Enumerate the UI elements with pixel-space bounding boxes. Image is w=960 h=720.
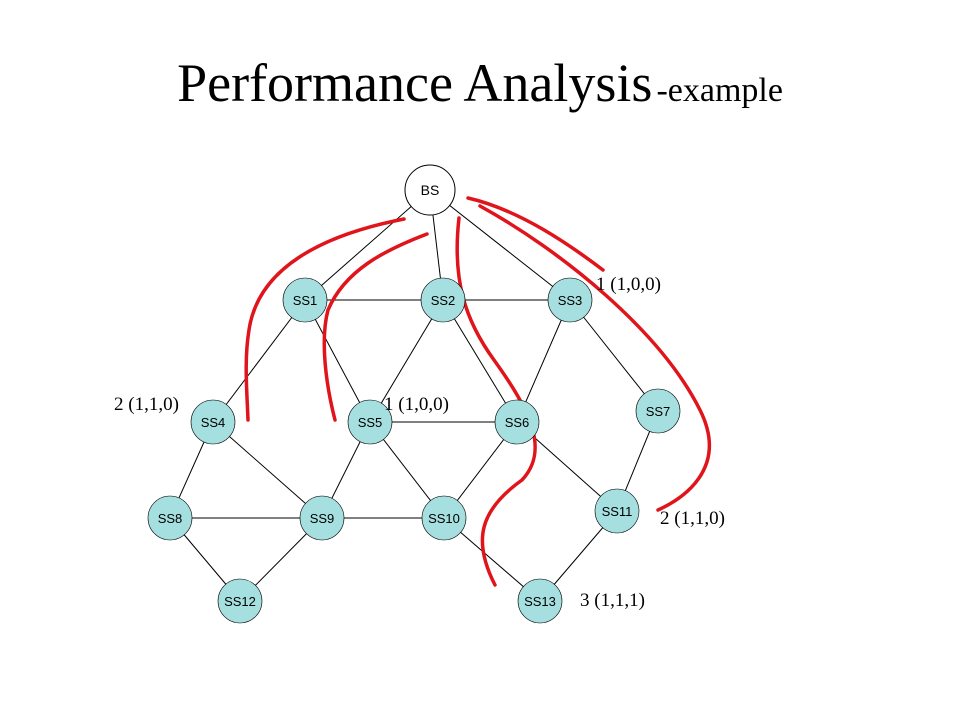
- node-label-ss2: SS2: [431, 293, 456, 308]
- node-ss2: SS2: [420, 277, 466, 323]
- node-bs: BS: [404, 164, 456, 216]
- title-subtitle: -example: [656, 72, 783, 109]
- node-circle-ss12: [217, 578, 263, 624]
- slide-title: Performance Analysis -example: [0, 52, 960, 114]
- node-circle-ss2: [420, 277, 466, 323]
- edge-ss2-ss6: [442, 299, 518, 423]
- node-circle-ss5: [347, 399, 393, 445]
- node-ss9: SS9: [299, 495, 345, 541]
- node-label-ss7: SS7: [646, 404, 671, 419]
- edge-ss1-ss4: [212, 299, 306, 423]
- annotation-ss3: 1 (1,0,0): [596, 274, 661, 295]
- node-circle-ss7: [635, 388, 681, 434]
- node-label-ss10: SS10: [428, 511, 460, 526]
- node-circle-ss10: [421, 495, 467, 541]
- node-ss8: SS8: [147, 495, 193, 541]
- node-label-ss11: SS11: [602, 504, 633, 519]
- edge-ss2-ss5: [369, 299, 444, 423]
- path-to-ss5: [322, 232, 429, 422]
- node-label-bs: BS: [421, 182, 440, 198]
- annotation-ss5: 1 (1,0,0): [384, 394, 449, 415]
- node-circle-ss9: [299, 495, 345, 541]
- edge-ss3-ss7: [569, 299, 659, 412]
- node-ss3: SS3: [547, 277, 593, 323]
- node-label-ss6: SS6: [505, 415, 530, 430]
- edge-ss4-ss9: [212, 421, 323, 519]
- node-ss7: SS7: [635, 388, 681, 434]
- annotation-ss11: 2 (1,1,0): [660, 508, 725, 529]
- node-label-ss4: SS4: [201, 415, 226, 430]
- node-circle-ss6: [494, 399, 540, 445]
- node-ss11: SS11: [594, 488, 640, 534]
- node-ss13: SS13: [517, 578, 563, 624]
- node-circle-ss8: [147, 495, 193, 541]
- node-ss10: SS10: [421, 495, 467, 541]
- edge-bs-ss1: [304, 189, 431, 301]
- node-circle-ss13: [517, 578, 563, 624]
- node-label-ss5: SS5: [358, 415, 383, 430]
- node-label-ss1: SS1: [293, 293, 318, 308]
- node-circle-ss3: [547, 277, 593, 323]
- node-label-ss12: SS12: [224, 594, 256, 609]
- path-to-ss4: [244, 217, 406, 422]
- node-label-ss8: SS8: [158, 511, 183, 526]
- node-ss12: SS12: [217, 578, 263, 624]
- path-to-ss3: [466, 196, 605, 272]
- edge-ss1-ss5: [304, 299, 371, 423]
- node-label-ss9: SS9: [310, 511, 335, 526]
- node-label-ss3: SS3: [558, 293, 583, 308]
- title-main: Performance Analysis: [177, 53, 653, 113]
- annotation-ss13: 3 (1,1,1): [580, 590, 645, 611]
- node-circle-ss4: [190, 399, 236, 445]
- node-ss5: SS5: [347, 399, 393, 445]
- annotation-group: 1 (1,0,0) 2 (1,1,0) 1 (1,0,0) 2 (1,1,0) …: [114, 274, 725, 611]
- node-circle-ss1: [282, 277, 328, 323]
- node-circle-ss11: [594, 488, 640, 534]
- path-to-ss11: [478, 204, 712, 512]
- node-label-ss13: SS13: [524, 594, 556, 609]
- edge-bs-ss3: [429, 189, 571, 301]
- node-circle-bs: [404, 164, 456, 216]
- annotation-ss4: 2 (1,1,0): [114, 394, 179, 415]
- node-ss6: SS6: [494, 399, 540, 445]
- node-ss4: SS4: [190, 399, 236, 445]
- node-ss1: SS1: [282, 277, 328, 323]
